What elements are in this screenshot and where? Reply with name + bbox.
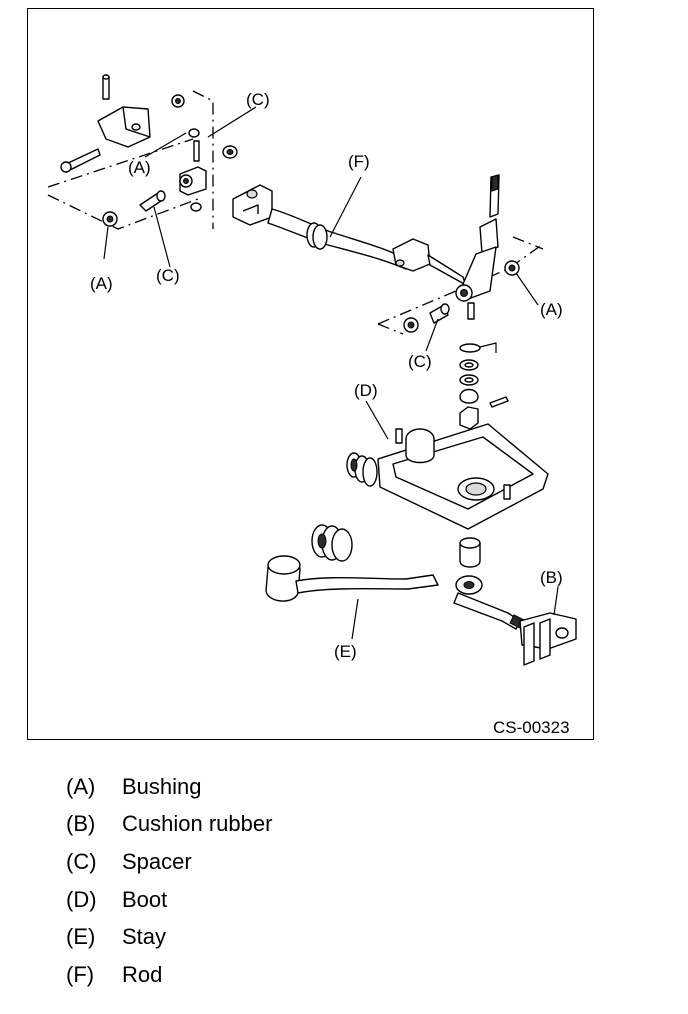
exploded-diagram: (C) (A) (F) (A) (C) (A) (C) (D) (B) (E) …	[47, 74, 577, 737]
rear-bracket	[60, 74, 185, 173]
legend-item: (D) Boot	[66, 881, 486, 919]
bushing-a-upper	[188, 128, 238, 162]
leader-e	[351, 598, 359, 640]
leader-d	[365, 400, 389, 440]
legend-key: (F)	[66, 961, 95, 987]
callout-a-right: (A)	[540, 300, 563, 319]
reference-line-right	[377, 236, 544, 335]
callout-b: (B)	[540, 568, 563, 587]
boot-bellows	[346, 452, 378, 487]
legend-text: Stay	[122, 924, 167, 950]
callout-f: (F)	[348, 152, 370, 171]
legend-text: Cushion rubber	[122, 811, 273, 837]
stay-e	[265, 555, 527, 630]
callout-d: (D)	[354, 381, 378, 400]
callout-c-upper: (C)	[246, 90, 270, 109]
legend-item: (A) Bushing	[66, 768, 486, 806]
legend-item: (E) Stay	[66, 918, 486, 956]
leader-c-upper	[207, 106, 257, 138]
leader-c-right	[425, 318, 439, 352]
legend-key: (B)	[66, 811, 96, 837]
legend-item: (B) Cushion rubber	[66, 806, 486, 844]
grommet	[311, 524, 353, 562]
spacer-c-left	[139, 190, 166, 212]
leader-c-left	[153, 206, 171, 268]
legend-key: (E)	[66, 924, 96, 950]
legend-item: (F) Rod	[66, 956, 486, 994]
legend-key: (D)	[66, 886, 97, 912]
callout-e: (E)	[334, 642, 357, 661]
legend-item: (C) Spacer	[66, 843, 486, 881]
leader-a-left	[103, 226, 109, 260]
callout-c-left: (C)	[156, 266, 180, 285]
leader-a-upper	[144, 132, 187, 158]
boot-d	[346, 423, 549, 530]
clip-and-rings	[459, 342, 509, 430]
rod-f	[232, 184, 467, 286]
legend-key: (C)	[66, 848, 97, 874]
parts-legend: (A) Bushing (B) Cushion rubber (C) Space…	[66, 768, 486, 994]
callout-c-right: (C)	[408, 352, 432, 371]
joint-block	[179, 166, 207, 212]
callout-a-upper: (A)	[128, 158, 151, 177]
bushing-a-left	[102, 211, 118, 227]
spacer-c-right	[403, 303, 450, 333]
figure-code: CS-00323	[493, 718, 570, 737]
bushing-a-right	[504, 260, 520, 276]
legend-text: Spacer	[122, 848, 192, 874]
exploded-diagram-frame: (C) (A) (F) (A) (C) (A) (C) (D) (B) (E) …	[27, 8, 594, 740]
shift-lever	[455, 174, 500, 320]
leader-f	[329, 176, 362, 238]
leader-a-right	[515, 272, 539, 306]
reference-line-left	[47, 90, 214, 230]
leader-b	[553, 586, 559, 616]
legend-text: Boot	[122, 886, 168, 912]
cushion-block	[459, 537, 481, 568]
legend-key: (A)	[66, 773, 96, 799]
legend-text: Bushing	[122, 773, 202, 799]
callout-a-left: (A)	[90, 274, 113, 293]
cushion-rubber-b	[519, 612, 577, 666]
legend-text: Rod	[122, 961, 163, 987]
